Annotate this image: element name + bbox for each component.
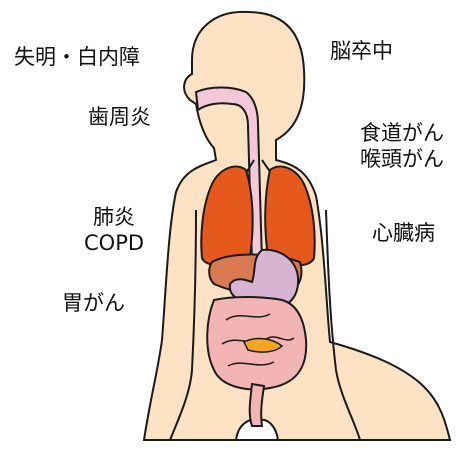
rectum bbox=[250, 384, 264, 426]
label-lung-diseases: 肺炎 COPD bbox=[84, 204, 144, 256]
label-laryngeal-cancer: 喉頭がん bbox=[360, 146, 444, 172]
label-heart-disease: 心臓病 bbox=[372, 220, 435, 246]
label-stomach-cancer: 胃がん bbox=[62, 290, 125, 316]
label-copd: COPD bbox=[84, 230, 144, 256]
label-esophageal-cancer: 食道がん bbox=[360, 120, 444, 146]
label-cataract-blindness: 失明・白内障 bbox=[14, 44, 140, 70]
label-cancers-upper: 食道がん 喉頭がん bbox=[360, 120, 444, 172]
label-stroke: 脳卒中 bbox=[330, 38, 393, 64]
label-periodontal-disease: 歯周炎 bbox=[88, 104, 151, 130]
label-pneumonia: 肺炎 bbox=[84, 204, 144, 230]
